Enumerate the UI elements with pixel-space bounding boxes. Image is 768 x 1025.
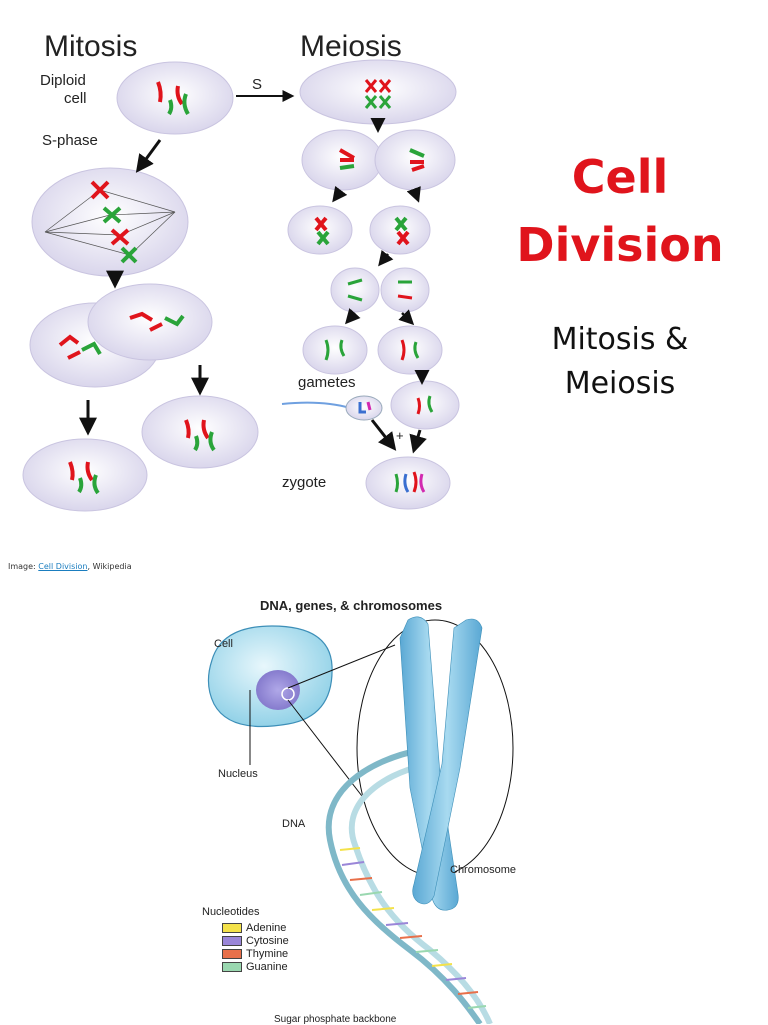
zygote-label: zygote bbox=[282, 474, 327, 491]
gamete-sperm bbox=[281, 395, 383, 421]
dna-chromosome-illustration bbox=[207, 616, 514, 1024]
caption-link[interactable]: Cell Division bbox=[38, 562, 88, 571]
meiosis-cell-2 bbox=[301, 129, 456, 191]
dna-helix bbox=[325, 747, 493, 1024]
mitosis-cell-diploid bbox=[116, 61, 234, 135]
cell-division-diagram: Mitosis Meiosis Diploid cell S S-phase g… bbox=[0, 0, 480, 520]
slide-subtitle-line1: Mitosis & bbox=[551, 322, 689, 357]
s-label: S bbox=[252, 76, 263, 93]
thymine-swatch bbox=[222, 949, 242, 959]
plus-sign: + bbox=[396, 428, 404, 443]
nucleus-label: Nucleus bbox=[218, 768, 258, 780]
diploid-label-line2: cell bbox=[64, 90, 87, 107]
meiosis-cell-3 bbox=[287, 205, 431, 255]
mitosis-cell-anaphase bbox=[29, 283, 213, 388]
cytosine-swatch bbox=[222, 936, 242, 946]
mitosis-cell-metaphase bbox=[31, 167, 189, 277]
caption-prefix: Image: bbox=[8, 562, 39, 571]
mitosis-meiosis-illustration bbox=[22, 59, 460, 512]
backbone-label: Sugar phosphate backbone bbox=[274, 1014, 397, 1025]
dna-label: DNA bbox=[282, 818, 306, 830]
dna-diagram: DNA, genes, & chromosomes Cell Nucleus D… bbox=[190, 590, 590, 1025]
legend-item-adenine: Adenine bbox=[222, 922, 289, 934]
slide-title-line1: Cell bbox=[571, 150, 669, 204]
gametes-label: gametes bbox=[298, 374, 356, 391]
slide-title-line2: Division bbox=[516, 218, 724, 272]
nucleotide-legend: Adenine Cytosine Thymine Guanine bbox=[222, 922, 289, 973]
meiosis-arrows bbox=[332, 118, 430, 454]
caption-suffix: , Wikipedia bbox=[87, 562, 132, 571]
nucleotides-label: Nucleotides bbox=[202, 906, 260, 918]
meiosis-cell-1 bbox=[299, 59, 457, 125]
cell-label: Cell bbox=[214, 638, 233, 650]
diploid-label-line1: Diploid bbox=[40, 72, 86, 89]
chromosome-shape bbox=[399, 616, 483, 911]
s-phase-label: S-phase bbox=[42, 132, 98, 149]
legend-item-cytosine: Cytosine bbox=[222, 935, 289, 947]
mitosis-daughter-cell-1 bbox=[22, 438, 148, 512]
mitosis-daughter-cell-2 bbox=[141, 395, 259, 469]
chromosome-label: Chromosome bbox=[450, 864, 517, 876]
nucleus-shape bbox=[256, 670, 300, 710]
dna-diagram-title: DNA, genes, & chromosomes bbox=[260, 598, 443, 613]
gamete-egg bbox=[390, 380, 460, 430]
guanine-swatch bbox=[222, 962, 242, 972]
meiosis-cells-5 bbox=[302, 325, 443, 375]
legend-item-thymine: Thymine bbox=[222, 948, 289, 960]
meiosis-header: Meiosis bbox=[300, 30, 402, 63]
slide-subtitle-line2: Meiosis bbox=[564, 366, 676, 401]
meiosis-cell-4 bbox=[330, 267, 430, 313]
mitosis-arrows bbox=[79, 90, 295, 436]
adenine-swatch bbox=[222, 923, 242, 933]
legend-item-guanine: Guanine bbox=[222, 961, 289, 973]
image-caption: Image: Cell Division, Wikipedia bbox=[8, 562, 132, 571]
mitosis-header: Mitosis bbox=[44, 30, 138, 63]
zygote-cell bbox=[365, 456, 451, 510]
